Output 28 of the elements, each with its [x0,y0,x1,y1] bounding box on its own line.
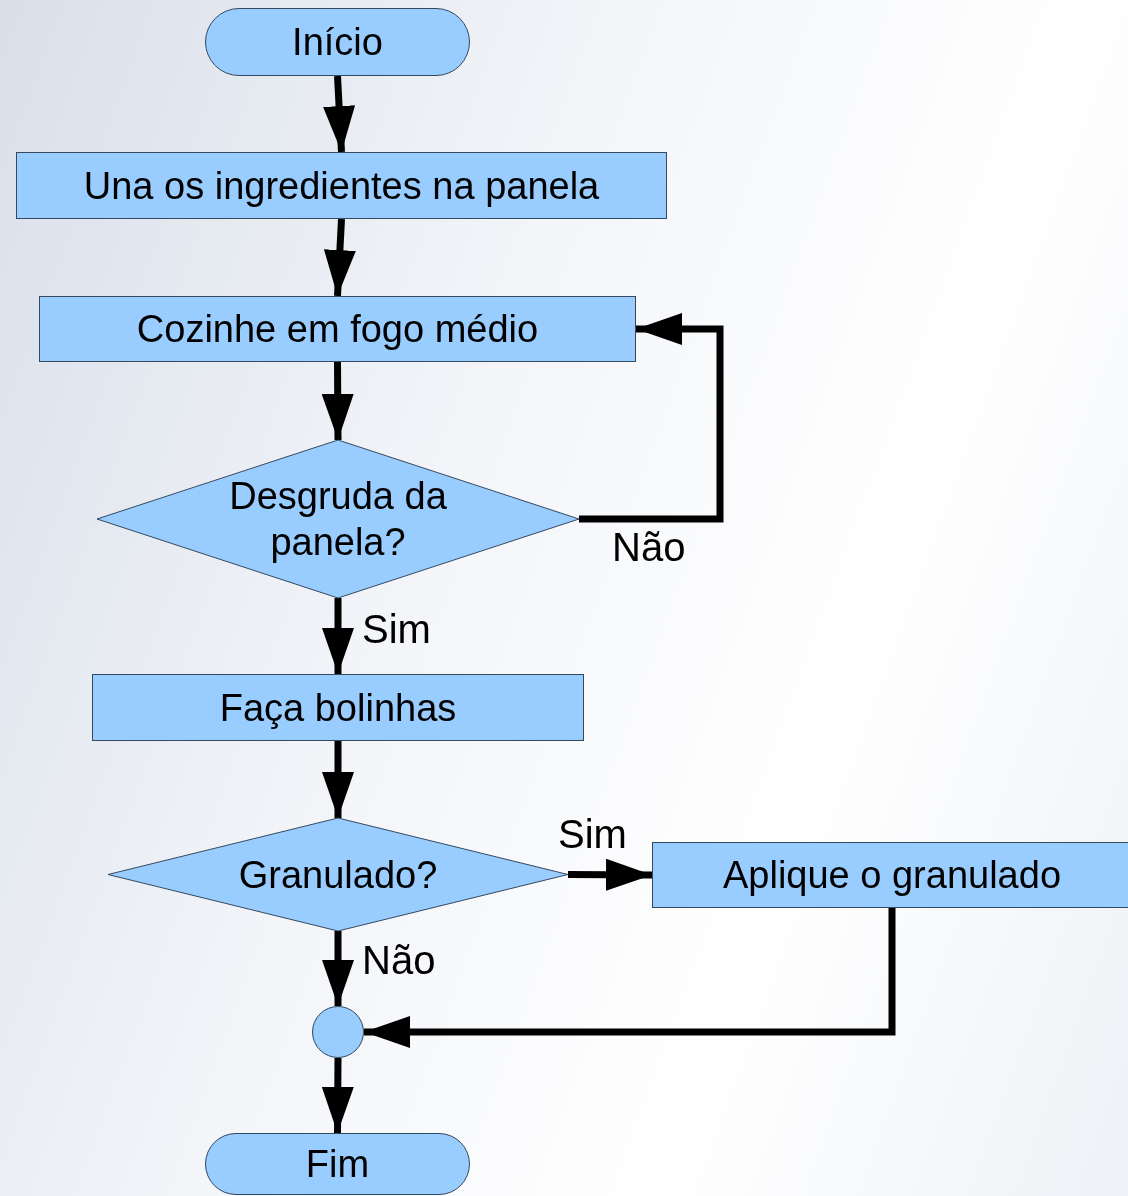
edge-label: Não [362,937,436,983]
arrow [567,858,653,891]
node-label: Desgruda da panela? [228,474,448,565]
process-box [16,152,667,219]
node-label: Una os ingredientes na panela [83,163,600,209]
process-box [39,296,636,362]
arrow [321,361,354,441]
arrow [579,313,724,523]
arrow [322,931,354,1006]
node-label: Aplique o granulado [722,853,1062,898]
edge-label: Sim [558,811,627,857]
arrow [322,598,354,674]
arrow [364,908,896,1048]
arrow [321,1057,354,1134]
decision-diamond [97,440,579,598]
edge-label: Não [612,524,686,570]
node-label: Granulado? [238,852,438,898]
edge-label: Sim [362,606,431,652]
process-box [92,674,584,741]
connector-circle [312,1006,364,1058]
process-box [652,842,1128,908]
node-label: Fim [305,1142,370,1187]
node-label: Início [292,20,383,65]
arrow [323,75,356,153]
node-label: Faça bolinhas [219,685,457,731]
node-label: Cozinhe em fogo médio [136,307,539,352]
arrow [322,741,354,818]
arrow [323,218,356,297]
